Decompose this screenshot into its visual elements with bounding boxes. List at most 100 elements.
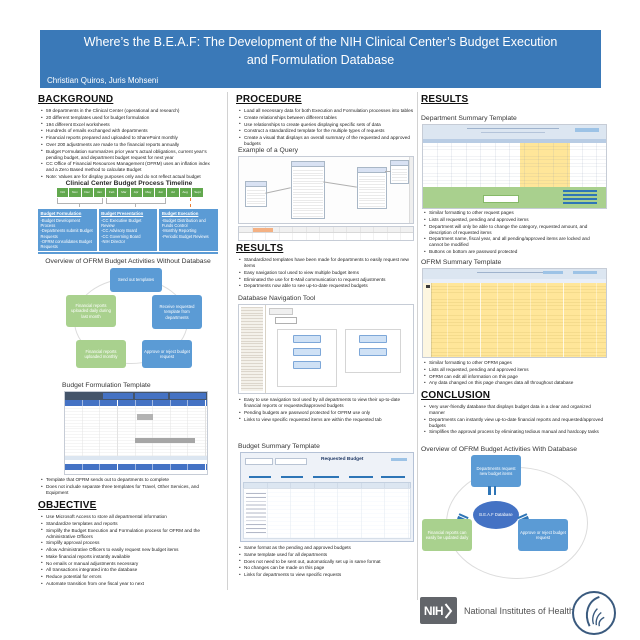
- row-labels: [246, 490, 266, 535]
- phase-line: -Periodic Budget Reviews: [161, 233, 209, 239]
- nav-button: [359, 348, 387, 356]
- header-link: [575, 128, 599, 132]
- bullet-item: CC Office of Financial Resources Managem…: [40, 161, 218, 173]
- table-grid-rows: [423, 143, 606, 187]
- phase-heading: Budget Presentation: [101, 211, 144, 216]
- bullet-item: Very user-friendly database that display…: [423, 404, 607, 416]
- dept-summary-bullets: Similar formatting to other request page…: [423, 210, 605, 256]
- bullet-item: Easy navigation tool used to view multip…: [238, 270, 414, 276]
- budget-summary-image: Requested Budget: [240, 452, 414, 542]
- header-link: [543, 271, 563, 274]
- active-row-marker: [426, 285, 430, 288]
- budget-summary-bullets: Same format as the pending and approved …: [238, 545, 414, 579]
- nav-button: [359, 335, 387, 343]
- bullet-item: Department will only be able to change t…: [423, 223, 605, 236]
- results-bullets-middle: Standardized templates have been made fo…: [238, 257, 414, 290]
- bullet-item: Simplify the Budget Execution and Formul…: [40, 527, 218, 540]
- bullet-item: Same template used for all departments: [238, 552, 414, 558]
- bullet-item: Use Microsoft Access to store all depart…: [40, 514, 218, 520]
- header-text-line: [481, 132, 545, 134]
- flow-with-diagram: Departments request new budget items B.E…: [420, 455, 610, 581]
- column-divider: [227, 92, 228, 590]
- bullet-item: Standardize templates and reports: [40, 521, 218, 527]
- bullet-item: Create a visual that displays an overall…: [238, 135, 414, 147]
- dept-summary-title: Department Summary Template: [421, 115, 517, 122]
- yellow-highlight-columns: [520, 143, 570, 187]
- nav-button: [293, 361, 321, 369]
- bullet-item: Load all necessary data for both Executi…: [238, 108, 414, 114]
- sheet-column-header: [65, 400, 207, 406]
- nav-button: [293, 335, 321, 343]
- flow-with-title: Overview of OFRM Budget Activities With …: [421, 446, 578, 453]
- connector-bars: [488, 486, 496, 495]
- phase-line: -Monthly Reporting: [161, 228, 197, 234]
- flow-node-departments-request: Departments request new budget items: [471, 455, 521, 487]
- bullet-item: Does not include separate three template…: [40, 484, 216, 496]
- phase-box-presentation: Budget Presentation -CC Executive Budget…: [98, 209, 158, 252]
- flow-node-approve-reject: Approve or reject budget request: [142, 340, 192, 368]
- query-diagram-image: [238, 156, 414, 224]
- bullet-item: Similar formatting to other request page…: [423, 210, 605, 216]
- sheet-footer-band: [65, 464, 207, 470]
- nav-combo: [275, 317, 297, 324]
- phase-line: -Budget Development Process: [40, 217, 81, 228]
- nav-tool-title: Database Navigation Tool: [238, 295, 316, 302]
- relation-line: [323, 181, 357, 188]
- scrollbar: [409, 157, 413, 223]
- sheet-gray-cell: [137, 414, 153, 420]
- table-rows: [243, 488, 411, 539]
- timeline-phases: Budget Formulation -Budget Development P…: [38, 209, 219, 252]
- table-link: [249, 476, 271, 478]
- phase-line: -CC Executive Budget Review: [101, 217, 142, 228]
- month-cell: Oct: [57, 188, 69, 197]
- phase-line: -OFRM consolidates Budget Requests: [40, 238, 92, 250]
- phase-line: -CC Advisory Board: [101, 228, 138, 234]
- bullet-item: Simplify approval process: [40, 540, 218, 546]
- nav-group-box: [345, 329, 401, 373]
- relation-line: [265, 187, 291, 194]
- bullet-item: Does not need to be sent out, automatica…: [238, 558, 414, 565]
- sheet-header-segment: [103, 393, 133, 399]
- formulation-title: Budget Formulation Template: [62, 382, 151, 389]
- bullet-item: Links to view specific requested items a…: [238, 416, 414, 423]
- bullet-item: Easy to use navigation tool used by all …: [238, 397, 414, 409]
- bullet-item: Simplifies the approval process by elimi…: [423, 429, 607, 435]
- conclusion-bullets: Very user-friendly database that display…: [423, 404, 607, 436]
- phase-line: -Budget Distribution and Funds Control: [161, 217, 206, 228]
- bullet-item: Lists all requested, pending and approve…: [423, 217, 605, 223]
- month-cell: Feb: [106, 188, 118, 197]
- bullet-item: Create relationships between different t…: [238, 115, 414, 121]
- phase-line: -CC Governing Board: [101, 233, 141, 239]
- phase-line: -Departments submit Budget Requests: [40, 228, 93, 239]
- flow-node-reports-updated: Financial reports can easily be updated …: [422, 519, 472, 551]
- bullet-item: Links for departments to view specific r…: [238, 572, 414, 578]
- nih-wordmark: National Institutes of Health: [464, 606, 575, 616]
- footer-field: [483, 195, 519, 203]
- bullet-item: No changes can be made on this page: [238, 565, 414, 571]
- datasheet-header: [239, 227, 413, 233]
- bullet-item: Any data changed on this page changes da…: [423, 380, 605, 386]
- bullet-item: Over 200 adjustments are made to the fin…: [40, 142, 218, 148]
- bullet-item: Standardized templates have been made fo…: [238, 257, 414, 269]
- sheet-header-segment: [170, 393, 206, 399]
- month-cell: Aug: [179, 188, 191, 197]
- nav-tab: [269, 308, 293, 315]
- background-heading: BACKGROUND: [38, 94, 114, 105]
- flow-node-approve-reject: Approve or reject budget request: [518, 519, 568, 551]
- procedure-heading: PROCEDURE: [236, 94, 302, 105]
- nih-logo: NIH: [420, 597, 457, 624]
- bullet-item: Eliminated the use for E-Mail communicat…: [238, 276, 414, 283]
- month-cell: Nov: [69, 188, 81, 197]
- ofrm-summary-title: OFRM Summary Template: [421, 259, 502, 266]
- timeline-connectors: [57, 198, 203, 208]
- timeline-title: Clinical Center Budget Process Timeline: [65, 180, 193, 187]
- background-bullets: 59 departments in the Clinical Center (o…: [40, 108, 218, 181]
- bullet-item: Allow Administrative Officers to easily …: [40, 547, 218, 553]
- budget-summary-title: Budget Summary Template: [238, 443, 320, 450]
- flow-without-diagram: Send out templates Financial reports upl…: [40, 268, 216, 372]
- objective-bullets: Use Microsoft Access to store all depart…: [40, 514, 218, 588]
- results-heading-right: RESULTS: [421, 94, 469, 105]
- dept-summary-image: [422, 124, 607, 209]
- bullet-item: 59 departments in the Clinical Center (o…: [40, 108, 218, 114]
